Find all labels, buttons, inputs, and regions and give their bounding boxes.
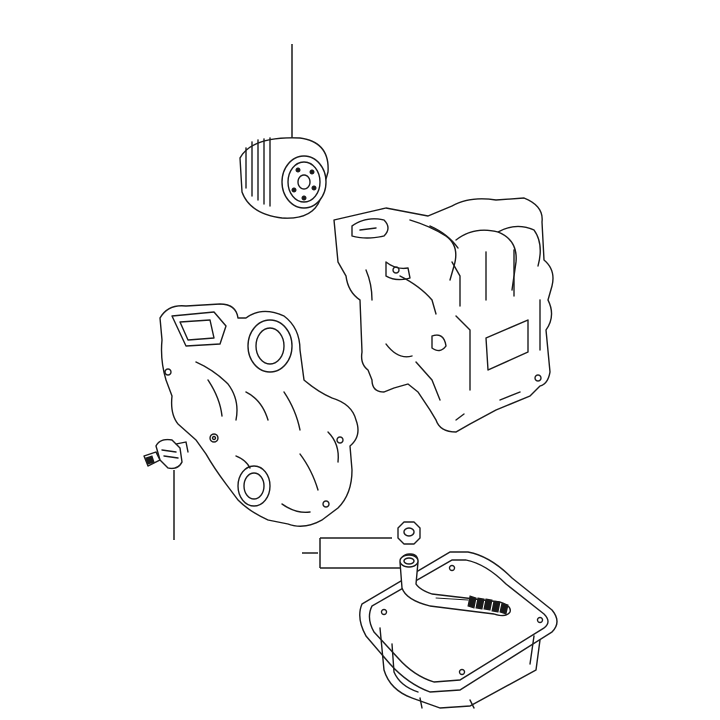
drain-plug-washer	[397, 521, 421, 545]
engine-block	[333, 197, 554, 433]
bracket-leader-lines	[302, 537, 402, 569]
oil-pan	[359, 551, 558, 709]
oil-pressure-switch	[143, 438, 189, 470]
timing-gear-cover	[159, 303, 359, 527]
oil-filter	[239, 137, 329, 219]
oil-pipe	[399, 553, 511, 617]
